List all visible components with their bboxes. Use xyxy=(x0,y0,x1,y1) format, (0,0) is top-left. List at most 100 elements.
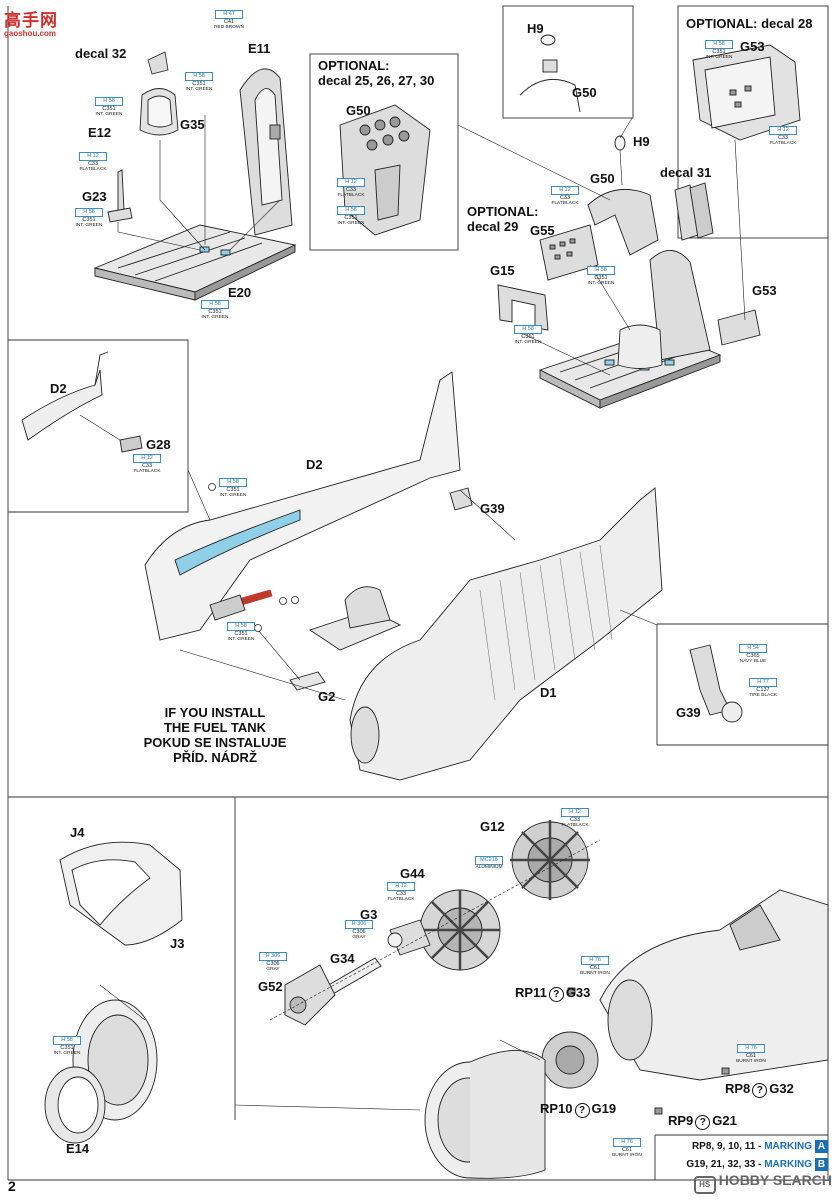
paint-code: H 58 xyxy=(227,622,255,631)
paint-c-code: C351 xyxy=(102,105,116,112)
label-rp8-g32: RP8?G32 xyxy=(725,1082,794,1098)
label-g35: G35 xyxy=(180,117,205,132)
paint-name: INT. GREEN xyxy=(587,281,615,286)
paint-code: MC218 xyxy=(475,856,503,865)
fuselage-half-d1 xyxy=(349,487,663,781)
paint-c-code: C137 xyxy=(756,686,770,693)
paint-code: H 12 xyxy=(133,454,161,463)
paint-code: H 77 xyxy=(749,678,777,687)
paint-c-code: C306 xyxy=(352,928,366,935)
label-d2-inset: D2 xyxy=(50,381,67,396)
label-g21: G21 xyxy=(712,1113,737,1128)
engine-g44 xyxy=(419,889,501,971)
label-decal32: decal 32 xyxy=(75,46,127,61)
instrument-panel-g50 xyxy=(339,104,431,236)
paint-c-code: C61 xyxy=(745,1052,757,1059)
paint-name: INT. GREEN xyxy=(185,87,213,92)
console-g55 xyxy=(539,224,599,281)
paint-c-code: C61 xyxy=(589,964,601,971)
paint-name: FLATBLACK xyxy=(561,823,589,828)
fuel-tank-note-line1: IF YOU INSTALL xyxy=(164,705,266,720)
paint-code: H 12 xyxy=(79,152,107,161)
label-optional-decals: decal 25, 26, 27, 30 xyxy=(318,73,435,88)
paint-name: GRAY xyxy=(352,935,366,940)
paint-code: H 58 xyxy=(219,478,247,487)
paint-code: H 58 xyxy=(185,72,213,81)
label-rp10-g19: RP10?G19 xyxy=(540,1102,616,1118)
paint-name: INT. GREEN xyxy=(705,55,733,60)
fuselage-half-d2 xyxy=(144,371,461,641)
console-g53-right xyxy=(717,309,761,346)
paint-c-code: C351 xyxy=(226,486,240,493)
paint-name: TIRE BLACK xyxy=(749,693,777,698)
paint-name: BURNT IRON xyxy=(612,1153,642,1158)
label-e12: E12 xyxy=(88,125,112,140)
paint-c-code: C351 xyxy=(192,80,206,87)
watermark-logo: 高手网 gaoshou.com xyxy=(4,6,58,38)
paint-code: H 76 xyxy=(581,956,609,965)
label-g44: G44 xyxy=(400,866,425,881)
label-rp11: RP11 xyxy=(515,985,547,1000)
paint-c-code: C33 xyxy=(559,194,571,201)
paint-name: INT. GREEN xyxy=(227,637,255,642)
label-decal31: decal 31 xyxy=(660,165,712,180)
label-j3: J3 xyxy=(170,936,185,951)
paint-code: H 12 xyxy=(387,882,415,891)
label-rp11-g33: RP11?G33 xyxy=(515,986,590,1002)
console-g53-top xyxy=(692,44,801,141)
paint-c-code: C33 xyxy=(141,462,153,469)
paint-name: NAVY BLUE xyxy=(739,659,767,664)
label-j4: J4 xyxy=(70,825,85,840)
front-fuselage xyxy=(599,889,829,1081)
legend-marking-a: MARKING xyxy=(764,1141,812,1152)
paint-c-code: C351 xyxy=(234,630,248,637)
paint-code: H 58 xyxy=(705,40,733,49)
paint-name: INT. GREEN xyxy=(201,315,229,320)
engine-g12 xyxy=(510,820,590,900)
paint-name: INT. GREEN xyxy=(514,340,542,345)
paint-c-code: C33 xyxy=(87,160,99,167)
detail-circle-markers xyxy=(208,483,299,632)
hub-g52 xyxy=(284,964,336,1026)
fuel-tank-note-line4: PŘÍD. NÁDRŽ xyxy=(173,750,257,765)
label-d1: D1 xyxy=(540,685,557,700)
paint-name: ALUMINIUM xyxy=(475,864,503,870)
or-circle-icon: ? xyxy=(548,987,564,1002)
or-circle-icon: ? xyxy=(695,1115,711,1130)
part-decal31 xyxy=(674,182,714,241)
paint-code: H 12 xyxy=(769,126,797,135)
paint-c-code: C351 xyxy=(208,308,222,315)
paint-c-code: C351 xyxy=(344,214,358,221)
paint-name: FLATBLACK xyxy=(387,897,415,902)
watermark-title: 高手网 xyxy=(4,11,58,30)
label-g15: G15 xyxy=(490,263,515,278)
d2-inset-part xyxy=(21,351,143,453)
paint-c-code: C351 xyxy=(594,274,608,281)
bracket-g15 xyxy=(497,284,549,331)
paint-name: FLATBLACK xyxy=(79,167,107,172)
paint-name: FLATBLACK xyxy=(769,141,797,146)
label-rp9: RP9 xyxy=(668,1113,694,1128)
paint-name: INT. GREEN xyxy=(75,223,103,228)
exhaust-parts xyxy=(567,987,730,1115)
armor-plate-e11 xyxy=(239,68,293,236)
label-g52: G52 xyxy=(258,979,283,994)
